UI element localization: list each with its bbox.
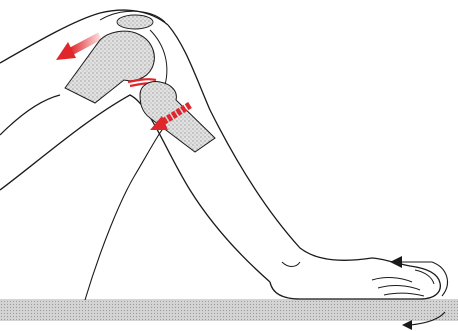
patella <box>117 15 153 29</box>
foot-outline <box>300 258 440 299</box>
leg-back-outline <box>0 95 270 282</box>
toes <box>372 270 434 296</box>
heel-outline <box>270 282 300 299</box>
thigh-outline-lower <box>0 95 60 135</box>
calf-inner-outline <box>85 120 170 300</box>
ankle-bone <box>282 262 300 267</box>
floor-surface <box>0 299 458 321</box>
